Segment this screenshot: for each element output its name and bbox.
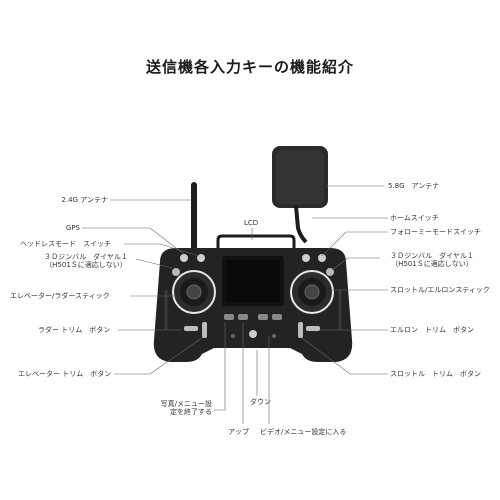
label-gimbal-dial-left: ３Ｄジンバル ダイヤル１ （H501Ｓに適応しない） <box>36 253 136 269</box>
label-lcd: LCD <box>244 219 259 227</box>
rudder-trim-button <box>184 326 198 331</box>
label-gimbal-dial-right: ３Ｄジンバル ダイヤル１ （H501Ｓに適応しない） <box>382 252 482 268</box>
label-video-menu: ビデオ/メニュー設定に入る <box>260 428 347 436</box>
aileron-trim-button <box>306 326 320 331</box>
up-button <box>238 314 248 320</box>
label-throttle-trim: スロットル トリム ボタン <box>390 370 481 378</box>
label-antenna-24g: 2.4G アンテナ <box>61 196 108 204</box>
page-title: 送信機各入力キーの機能紹介 <box>145 58 354 76</box>
label-photo-menu-line2: 定を終了する <box>170 408 212 416</box>
video-button <box>272 314 282 320</box>
label-gimbal-dial-left-line2: （H501Ｓに適応しない） <box>45 261 127 269</box>
headless-switch <box>197 254 205 262</box>
down-button <box>258 314 268 320</box>
follow-me-switch <box>318 254 326 262</box>
gps-switch <box>180 254 188 262</box>
label-gimbal-dial-right-line2: （H501Ｓに適応しない） <box>391 260 473 268</box>
gimbal-dial-left <box>172 268 180 276</box>
antenna-24g <box>191 182 197 254</box>
home-switch <box>302 254 310 262</box>
label-elevator-rudder-stick: エレベーター/ラダースティック <box>10 292 110 300</box>
elevator-trim-button <box>202 322 207 338</box>
label-gps: GPS <box>65 224 80 232</box>
right-stick <box>304 284 320 300</box>
label-aileron-trim: エルロン トリム ボタン <box>390 326 474 334</box>
label-photo-menu: 写真/メニュー設 定を終了する <box>160 400 212 416</box>
power-button <box>249 330 257 338</box>
photo-button <box>224 314 234 320</box>
label-rudder-trim: ラダー トリム ボタン <box>38 326 111 334</box>
label-elevator-trim: エレベーター トリム ボタン <box>18 370 112 378</box>
label-follow-me-switch: フォローミーモードスイッチ <box>390 228 481 236</box>
leader-lines <box>82 185 388 424</box>
label-headless-switch: ヘッドレスモード スイッチ <box>20 240 111 248</box>
throttle-trim-button <box>298 322 303 338</box>
label-gimbal-dial-right-line1: ３Ｄジンバル ダイヤル１ <box>390 252 474 260</box>
label-home-switch: ホームスイッチ <box>390 214 439 222</box>
left-stick <box>186 284 202 300</box>
label-up: アップ <box>228 428 249 436</box>
label-throttle-aileron-stick: スロットル/エルロンスティック <box>390 286 490 294</box>
label-photo-menu-line1: 写真/メニュー設 <box>160 400 212 408</box>
label-down: ダウン <box>250 398 271 406</box>
label-antenna-58g: 5.8G アンテナ <box>388 182 440 190</box>
label-gimbal-dial-left-line1: ３Ｄジンバル ダイヤル１ <box>44 253 128 261</box>
